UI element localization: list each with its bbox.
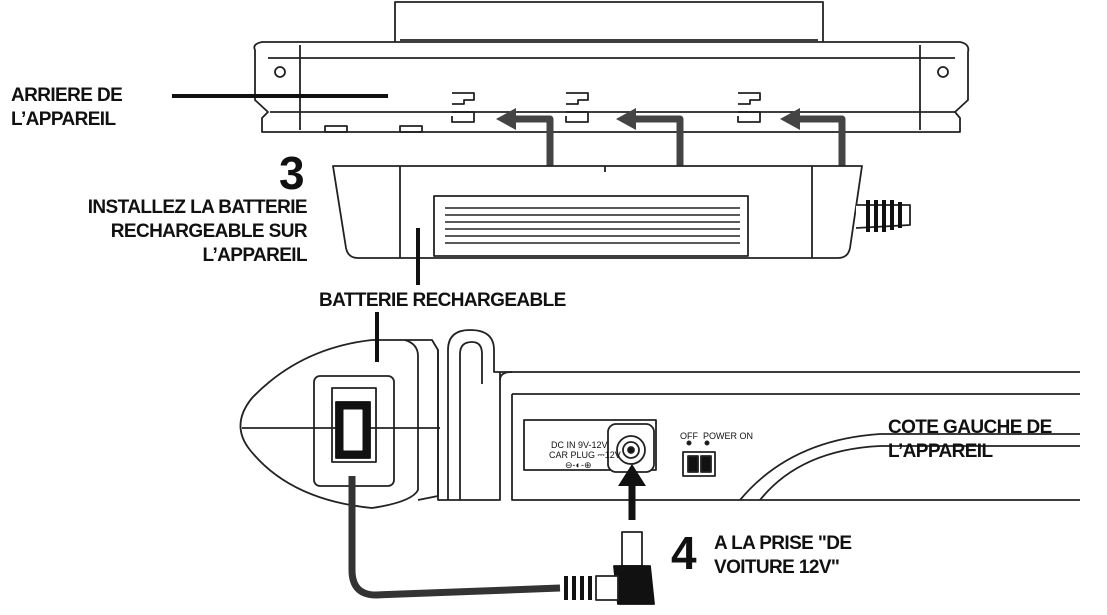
power-switch (682, 440, 716, 477)
car-plug-text: CAR PLUG ⎓12V (549, 450, 621, 460)
device-rear-illustration (253, 1, 970, 133)
insertion-arrows (513, 115, 846, 166)
polarity-text: ⊖-◐-⊕ (565, 460, 592, 470)
battery-slot-2 (565, 92, 589, 123)
insertion-arrow-1 (513, 115, 554, 166)
power-on-text: POWER ON (703, 431, 754, 441)
off-text: OFF (680, 431, 698, 441)
left-side-line2: L’APPAREIL (888, 441, 993, 462)
device-left-side-illustration (239, 329, 1080, 509)
car-socket-label: A LA PRISE "DE VOITURE 12V" (714, 532, 852, 580)
rear-label-line2: L’APPAREIL (11, 109, 116, 130)
socket-line2: VOITURE 12V" (714, 557, 840, 578)
left-side-line1: COTE GAUCHE DE (888, 417, 1052, 438)
socket-line1: A LA PRISE "DE (714, 533, 852, 554)
rear-of-device-label: ARRIERE DE L’APPAREIL (11, 84, 123, 132)
rechargeable-battery-label: BATTERIE RECHARGEABLE (319, 290, 566, 311)
install-line2: RECHARGEABLE SUR (110, 221, 308, 242)
install-line1: INSTALLEZ LA BATTERIE (87, 197, 308, 218)
dc-in-jack (607, 423, 655, 473)
battery-slot-1 (451, 92, 475, 123)
charging-cable (348, 476, 561, 599)
step-4-number: 4 (671, 527, 697, 579)
insertion-arrow-3 (797, 115, 846, 166)
battery-slot-3 (737, 92, 761, 123)
rechargeable-battery-illustration (332, 165, 911, 259)
dc-in-text: DC IN 9V-12V (551, 440, 608, 450)
install-battery-instruction: INSTALLEZ LA BATTERIE RECHARGEABLE SUR L… (87, 196, 308, 268)
car-plug-connector (564, 531, 655, 605)
rear-label-line1: ARRIERE DE (11, 85, 123, 106)
install-line3: L’APPAREIL (202, 245, 308, 266)
step-3-number: 3 (279, 147, 305, 199)
insertion-arrow-2 (633, 115, 684, 166)
left-side-of-device-label: COTE GAUCHE DE L’APPAREIL (888, 416, 1052, 464)
